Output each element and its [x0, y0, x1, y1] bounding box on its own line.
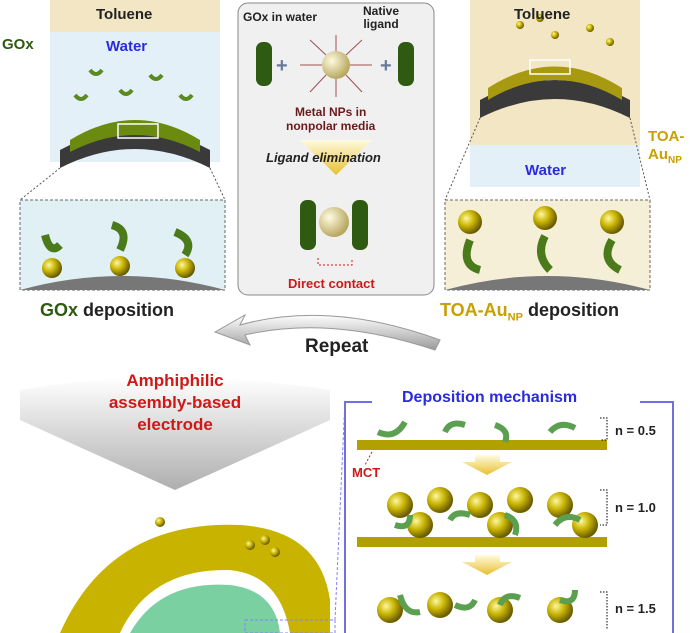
mct-label: MCT — [352, 465, 381, 480]
electrode-title-line-1: Amphiphilic — [126, 371, 224, 390]
step-n-1-5: n = 1.5 — [615, 601, 656, 616]
electrode-title-line-2: assembly-based — [108, 393, 242, 412]
gox-caption-rest: deposition — [78, 300, 175, 320]
toa-caption-rest: deposition — [522, 300, 619, 320]
step-n-0-5: n = 0.5 — [615, 423, 656, 438]
left-beaker — [19, 0, 226, 291]
electrode-title: Amphiphilic assembly-based electrode — [90, 370, 260, 436]
right-beaker — [444, 0, 651, 291]
gox-label: GOx — [2, 36, 34, 53]
electrode-arrow — [20, 377, 330, 490]
gox-caption-word: GOx — [40, 300, 79, 320]
left-toluene-label: Toluene — [96, 6, 153, 23]
electrode-title-line-3: electrode — [137, 415, 213, 434]
mechanism-graphics — [357, 417, 608, 630]
repeat-label: Repeat — [305, 336, 369, 357]
center-panel-graphics: + + — [256, 35, 414, 266]
toa-caption-word: TOA-Au — [440, 300, 508, 320]
toa-deposition-caption: TOA-AuNP deposition — [440, 300, 619, 324]
ligand-elimination-label: Ligand elimination — [266, 150, 381, 165]
mechanism-title: Deposition mechanism — [402, 389, 578, 406]
metal-nps-line-2: nonpolar media — [286, 119, 376, 133]
right-toluene-label: Toluene — [514, 6, 571, 23]
native-ligand-line-1: Native — [363, 4, 400, 18]
toa-label-line-1: TOA- — [648, 128, 685, 145]
native-ligand-line-2: ligand — [363, 17, 399, 31]
right-water-label: Water — [525, 162, 567, 179]
repeat-arrow — [213, 313, 441, 351]
direct-contact-label: Direct contact — [288, 276, 375, 291]
toa-aunp-label: TOA-AuNP — [648, 128, 684, 170]
gox-deposition-caption: GOx deposition — [40, 300, 174, 321]
svg-text:+: + — [276, 55, 288, 77]
step-n-1-0: n = 1.0 — [615, 500, 656, 515]
electrode-torus — [60, 399, 346, 633]
metal-nps-line-1: Metal NPs in — [294, 105, 367, 119]
toa-caption-sub: NP — [507, 311, 523, 324]
mechanism-box — [344, 401, 674, 633]
svg-text:+: + — [380, 55, 392, 77]
toa-label-au: Au — [648, 146, 668, 163]
left-water-label: Water — [106, 38, 148, 55]
toa-label-sub: NP — [668, 155, 682, 166]
gox-in-water-label: GOx in water — [243, 10, 318, 24]
